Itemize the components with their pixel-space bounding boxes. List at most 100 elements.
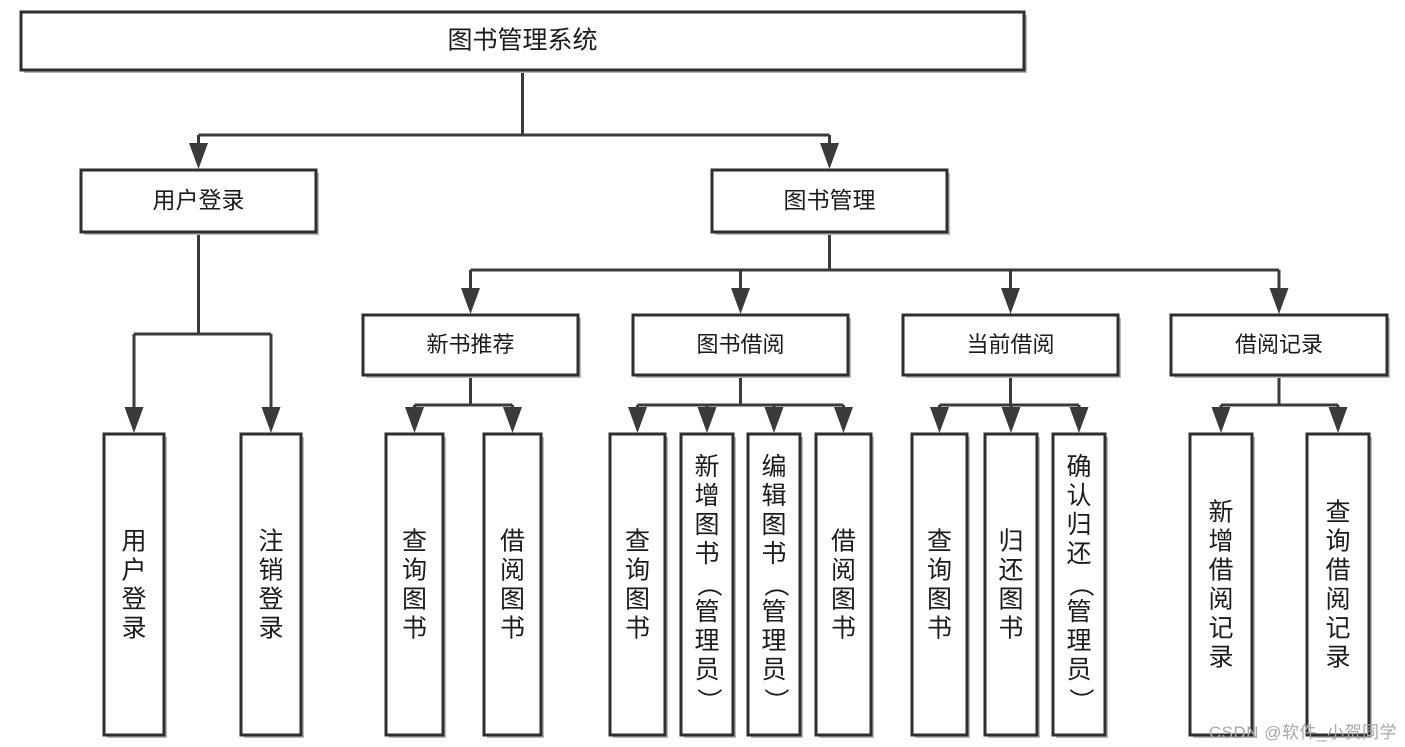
node-label-char: 询 [927,557,952,585]
node-rect[interactable] [1169,313,1389,377]
node-book-manage[interactable]: 图书管理 [710,168,950,235]
node-label-char: 注 [258,528,283,556]
node-label-char: 辑 [761,482,786,510]
node-label-char: 书 [761,540,786,568]
node-label: 当前借阅 [966,332,1054,357]
connector-arrowhead [1328,407,1348,433]
node-rect[interactable] [19,10,1026,72]
connector-arrowhead [628,407,647,433]
connector-arrowhead [1069,407,1089,433]
connector-arrowhead [834,407,853,433]
node-new-book-rec[interactable]: 新书推荐 [361,313,581,378]
node-label-char: （ [761,572,789,597]
node-label: 新书推荐 [426,332,514,357]
node-borrow-record[interactable]: 借阅记录 [1169,313,1390,378]
node-label-char: 用 [121,528,146,556]
node-leaf-user-login[interactable]: 用户登录 [102,432,167,738]
connector-arrowhead [1001,288,1020,314]
node-label: 图书借阅 [696,332,784,357]
node-rect[interactable] [384,432,445,737]
connector-arrowhead [1001,407,1021,433]
node-label: 借阅记录 [1235,332,1323,357]
node-rect[interactable] [239,432,303,737]
node-rect[interactable] [814,432,873,737]
node-label-char: 借 [1208,557,1233,585]
connector-arrowhead [189,143,208,169]
node-label-char: （ [1066,572,1094,597]
node-layer: 图书管理系统用户登录图书管理新书推荐图书借阅当前借阅借阅记录用户登录注销登录查询… [19,10,1390,738]
node-label-char: ） [761,688,789,713]
node-label-char: ） [694,688,722,713]
connector-group [189,70,839,169]
node-rect[interactable] [1188,432,1254,737]
connector-arrowhead [124,407,144,433]
node-current-borrow[interactable]: 当前借阅 [901,313,1121,378]
node-label-char: 书 [831,615,856,643]
node-label-char: 书 [625,615,650,643]
node-label-char: 增 [1208,528,1233,556]
node-rect[interactable] [608,432,667,737]
node-label-char: 录 [258,615,283,643]
connector-arrowhead [405,407,424,433]
node-label-char: 录 [1325,644,1350,672]
node-rect[interactable] [1305,432,1371,737]
node-user-login[interactable]: 用户登录 [79,168,319,235]
node-rect[interactable] [910,432,969,737]
node-rect[interactable] [102,432,166,737]
node-label-char: 图 [998,586,1023,614]
node-book-borrow[interactable]: 图书借阅 [631,313,851,378]
node-label-char: 记 [1325,615,1350,643]
node-label: 图书管理系统 [447,27,597,55]
node-rect[interactable] [1051,432,1107,737]
connector-group [124,232,281,433]
node-rect[interactable] [746,432,802,737]
connector-arrowhead [461,288,480,314]
node-label-char: 确 [1066,453,1091,481]
node-root[interactable]: 图书管理系统 [19,10,1027,73]
node-label-char: 理 [1066,627,1091,655]
node-rect[interactable] [361,313,580,377]
node-label-char: 登 [121,586,146,614]
node-label-char: 阅 [1208,586,1233,614]
node-label-char: 书 [500,615,525,643]
node-rect[interactable] [79,168,318,234]
node-label-char: 查 [927,528,952,556]
node-label-char: 查 [625,528,650,556]
connector-arrowhead [731,288,750,314]
node-label-char: 记 [1208,615,1233,643]
node-label-char: 询 [625,557,650,585]
node-rect[interactable] [983,432,1039,737]
node-label-char: 借 [1325,557,1350,585]
node-rect[interactable] [710,168,949,234]
node-rect[interactable] [631,313,850,377]
node-label-char: 录 [121,615,146,643]
node-rect[interactable] [679,432,735,737]
node-rect[interactable] [901,313,1120,377]
node-rect[interactable] [482,432,543,737]
node-label-char: 管 [761,598,786,626]
node-label-char: 归 [1066,511,1091,539]
connector-group [628,375,853,433]
